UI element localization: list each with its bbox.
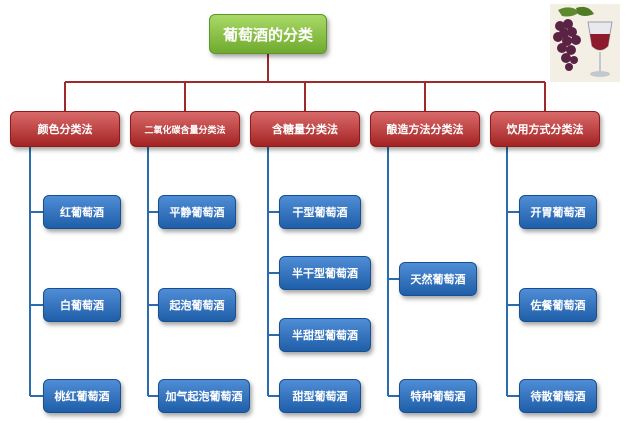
leaf-special-wine: 特种葡萄酒	[399, 379, 477, 413]
category-color: 颜色分类法	[10, 111, 120, 147]
leaf-red-wine: 红葡萄酒	[43, 195, 121, 229]
leaf-semi-sweet-wine: 半甜型葡萄酒	[279, 318, 371, 352]
leaf-aperitif-wine: 开胃葡萄酒	[519, 195, 597, 229]
leaf-still-wine: 平静葡萄酒	[158, 195, 236, 229]
leaf-white-wine: 白葡萄酒	[43, 288, 121, 322]
root-node: 葡萄酒的分类	[209, 14, 327, 54]
leaf-sweet-wine: 甜型葡萄酒	[279, 379, 361, 413]
leaf-rose-wine: 桃红葡萄酒	[43, 379, 121, 413]
category-sugar: 含糖量分类法	[250, 111, 360, 147]
category-drinking: 饮用方式分类法	[490, 111, 600, 147]
leaf-semi-dry-wine: 半干型葡萄酒	[279, 256, 371, 290]
leaf-dessert-wine: 待散葡萄酒	[519, 379, 597, 413]
leaf-carbonated-sparkling-wine: 加气起泡葡萄酒	[158, 379, 250, 413]
wine-grapes-glass-image	[550, 4, 620, 82]
category-brewing: 酿造方法分类法	[370, 111, 480, 147]
leaf-table-wine: 佐餐葡萄酒	[519, 288, 597, 322]
leaf-sparkling-wine: 起泡葡萄酒	[158, 288, 236, 322]
leaf-dry-wine: 干型葡萄酒	[279, 195, 361, 229]
leaf-natural-wine: 天然葡萄酒	[399, 262, 477, 296]
category-co2: 二氧化碳含量分类法	[130, 111, 240, 147]
